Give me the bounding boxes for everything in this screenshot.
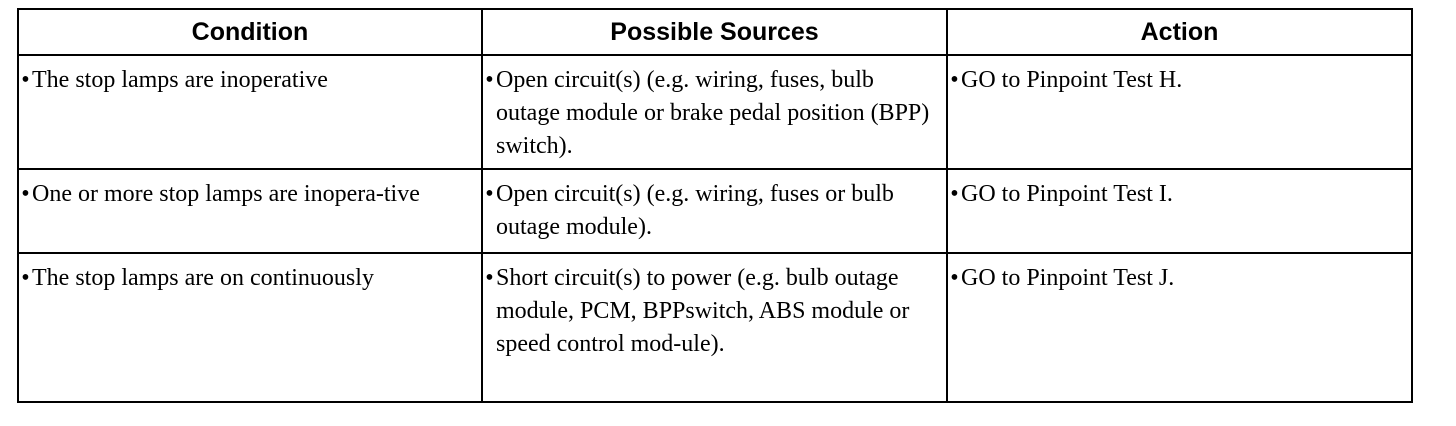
bullet: • (485, 67, 494, 93)
action-cell: • GO to Pinpoint Test H. (946, 54, 1413, 170)
header-possible-sources: Possible Sources (481, 8, 948, 56)
condition-cell: • The stop lamps are on continuously (17, 252, 483, 403)
sources-text: Open circuit(s) (e.g. wiring, fuses or b… (496, 181, 894, 240)
bullet: • (485, 181, 494, 207)
sources-cell: • Short circuit(s) to power (e.g. bulb o… (481, 252, 948, 403)
condition-text: The stop lamps are inoperative (32, 67, 328, 93)
sources-cell: • Open circuit(s) (e.g. wiring, fuses or… (481, 168, 948, 254)
diagnosis-table: Condition Possible Sources Action • The … (17, 8, 1413, 403)
bullet: • (21, 265, 30, 291)
bullet: • (485, 265, 494, 291)
header-condition: Condition (17, 8, 483, 56)
bullet: • (21, 67, 30, 93)
sources-text: Open circuit(s) (e.g. wiring, fuses, bul… (496, 67, 930, 159)
table-row: • The stop lamps are on continuously • S… (17, 252, 1413, 403)
action-cell: • GO to Pinpoint Test I. (946, 168, 1413, 254)
bullet: • (950, 181, 959, 207)
condition-cell: • The stop lamps are inoperative (17, 54, 483, 170)
table-row: • One or more stop lamps are inopera-tiv… (17, 168, 1413, 254)
bullet: • (21, 181, 30, 207)
condition-cell: • One or more stop lamps are inopera-tiv… (17, 168, 483, 254)
condition-text: One or more stop lamps are inopera-tive (32, 181, 420, 207)
action-text: GO to Pinpoint Test H. (961, 67, 1183, 93)
condition-text: The stop lamps are on continuously (32, 265, 374, 291)
sources-text: Short circuit(s) to power (e.g. bulb out… (496, 265, 910, 357)
header-row: Condition Possible Sources Action (17, 8, 1413, 56)
table-row: • The stop lamps are inoperative • Open … (17, 54, 1413, 170)
action-text: GO to Pinpoint Test I. (961, 181, 1173, 207)
bullet: • (950, 67, 959, 93)
bullet: • (950, 265, 959, 291)
action-text: GO to Pinpoint Test J. (961, 265, 1175, 291)
action-cell: • GO to Pinpoint Test J. (946, 252, 1413, 403)
header-action: Action (946, 8, 1413, 56)
sources-cell: • Open circuit(s) (e.g. wiring, fuses, b… (481, 54, 948, 170)
